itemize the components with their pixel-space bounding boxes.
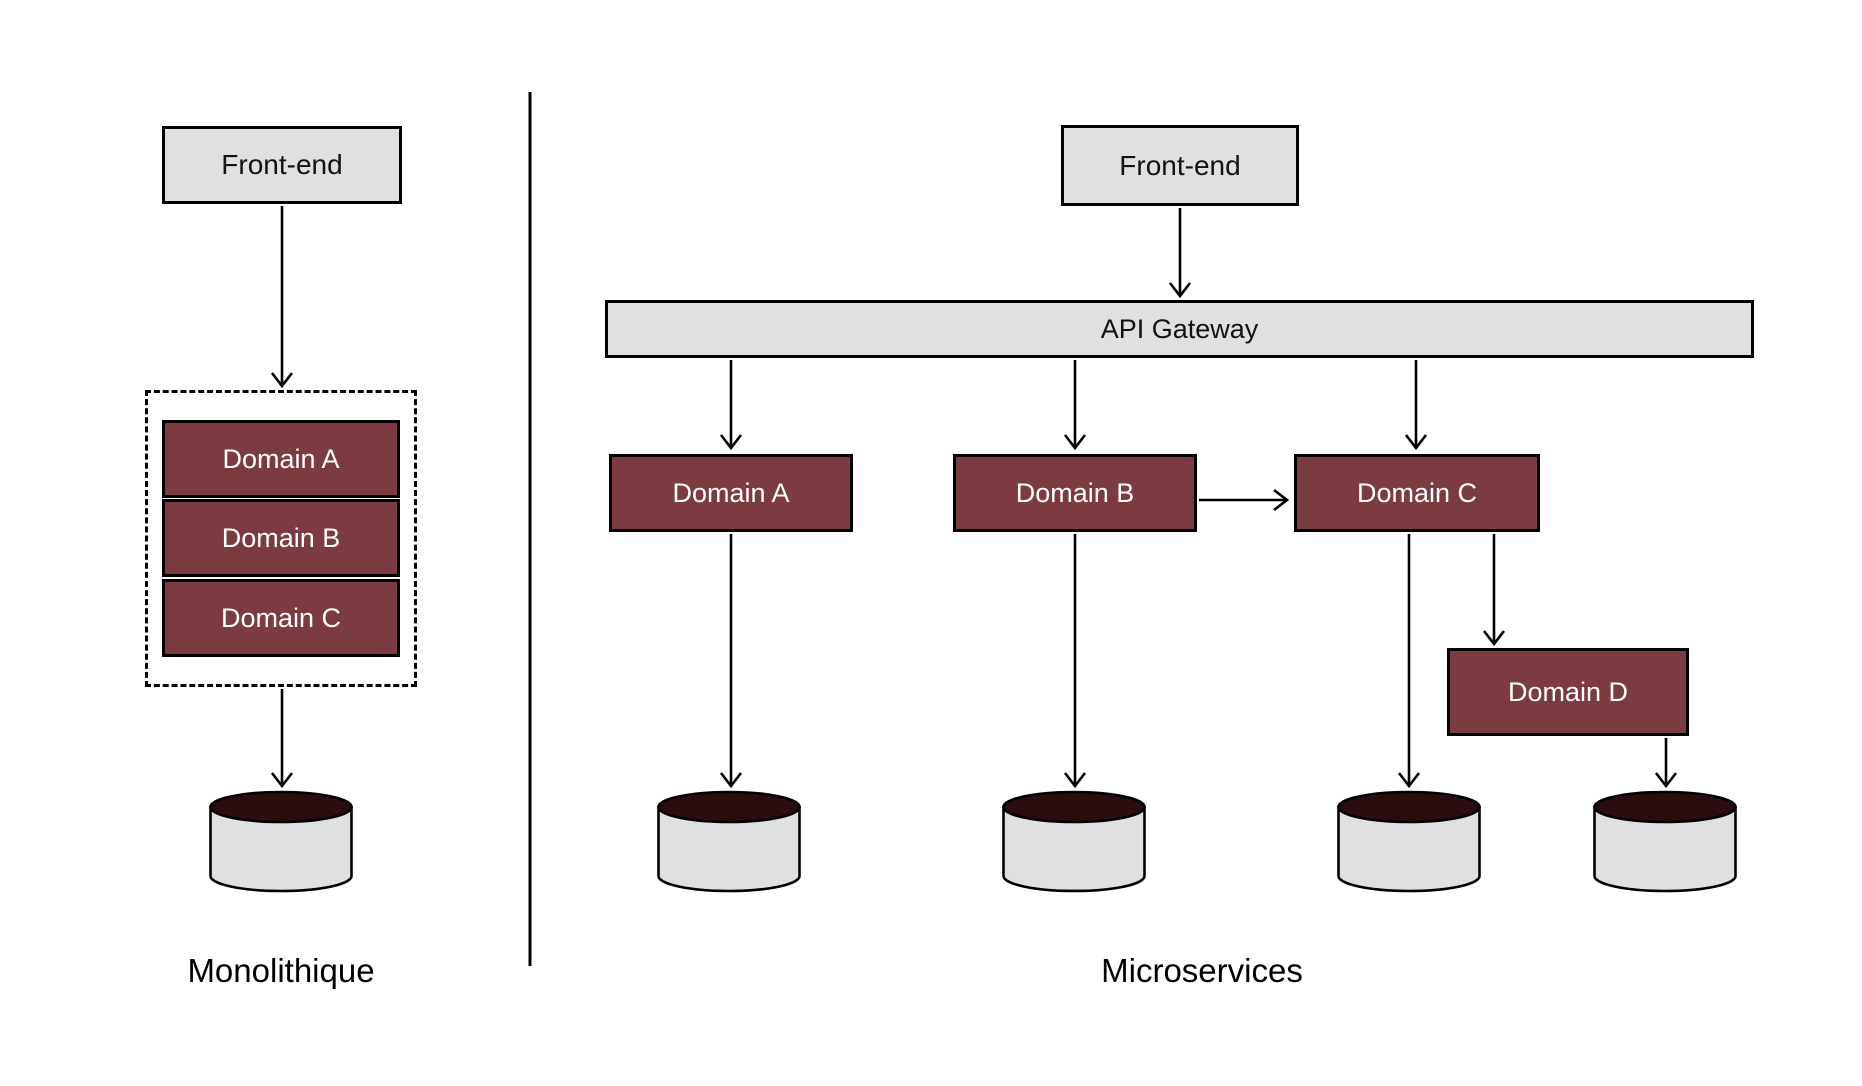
domain-label: Domain D xyxy=(1507,676,1629,707)
domain-label: Domain A xyxy=(672,477,790,508)
microservices-caption: Microservices xyxy=(1101,952,1303,989)
arrow-domain-b-to-database xyxy=(1063,534,1087,789)
service-domain-c-box: Domain C xyxy=(1294,454,1540,532)
monolith-domain-a-box: Domain A xyxy=(162,420,400,498)
service-domain-d-box: Domain D xyxy=(1447,648,1689,736)
domain-label: Domain A xyxy=(222,443,340,474)
arrow-monolith-to-database xyxy=(270,689,294,789)
arrow-domain-c-to-database xyxy=(1397,534,1421,789)
database-icon xyxy=(657,790,801,893)
arrow-frontend-to-monolith xyxy=(270,206,294,389)
domain-label: Domain B xyxy=(1015,477,1135,508)
arrow-frontend-to-gateway xyxy=(1168,208,1192,299)
frontend-box-microservices: Front-end xyxy=(1061,125,1299,206)
domain-label: Domain C xyxy=(220,602,342,633)
database-icon xyxy=(1002,790,1146,893)
arrow-domain-c-to-domain-d xyxy=(1482,534,1506,647)
arrow-gateway-to-domain-b xyxy=(1063,360,1087,451)
api-gateway-label: API Gateway xyxy=(1100,313,1259,344)
monolith-domain-b-box: Domain B xyxy=(162,499,400,577)
arrow-domain-d-to-database xyxy=(1654,738,1678,789)
domain-label: Domain B xyxy=(221,522,341,553)
arrow-gateway-to-domain-a xyxy=(719,360,743,451)
frontend-label: Front-end xyxy=(221,149,343,180)
frontend-box-monolith: Front-end xyxy=(162,126,402,204)
database-icon xyxy=(209,790,353,893)
database-icon xyxy=(1337,790,1481,893)
service-domain-b-box: Domain B xyxy=(953,454,1197,532)
domain-label: Domain C xyxy=(1356,477,1478,508)
frontend-label: Front-end xyxy=(1119,149,1241,181)
arrow-domain-b-to-domain-c xyxy=(1199,488,1290,512)
monolith-domain-c-box: Domain C xyxy=(162,579,400,657)
database-icon xyxy=(1593,790,1737,893)
monolith-container xyxy=(145,390,417,687)
service-domain-a-box: Domain A xyxy=(609,454,853,532)
arrow-gateway-to-domain-c xyxy=(1404,360,1428,451)
monolith-caption: Monolithique xyxy=(187,952,375,989)
arrow-domain-a-to-database xyxy=(719,534,743,789)
api-gateway-bar: API Gateway xyxy=(605,300,1754,358)
